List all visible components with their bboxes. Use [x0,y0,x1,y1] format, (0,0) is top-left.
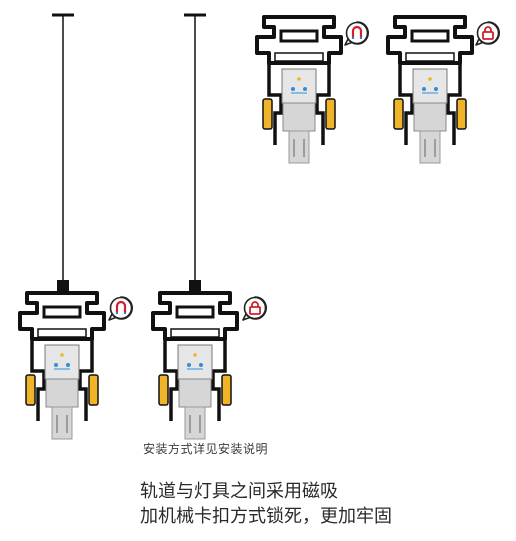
magnet-icon [344,21,370,46]
fixture-bottom-locked [151,291,239,441]
fixture-top-magnetic [255,15,343,165]
magnet-icon [108,296,134,321]
lock-icon [242,296,268,321]
feature-description: 轨道与灯具之间采用磁吸 加机械卡扣方式锁死，更加牢固 [140,479,392,529]
suspension-wire-right [184,13,206,294]
fixture-top-locked [386,15,474,165]
install-note: 安装方式详见安装说明 [143,442,269,456]
feature-line-2: 加机械卡扣方式锁死，更加牢固 [140,506,392,527]
suspension-wire-left [52,13,74,294]
fixture-bottom-magnetic [18,291,106,441]
lock-icon [475,21,501,46]
feature-line-1: 轨道与灯具之间采用磁吸 [140,481,338,502]
